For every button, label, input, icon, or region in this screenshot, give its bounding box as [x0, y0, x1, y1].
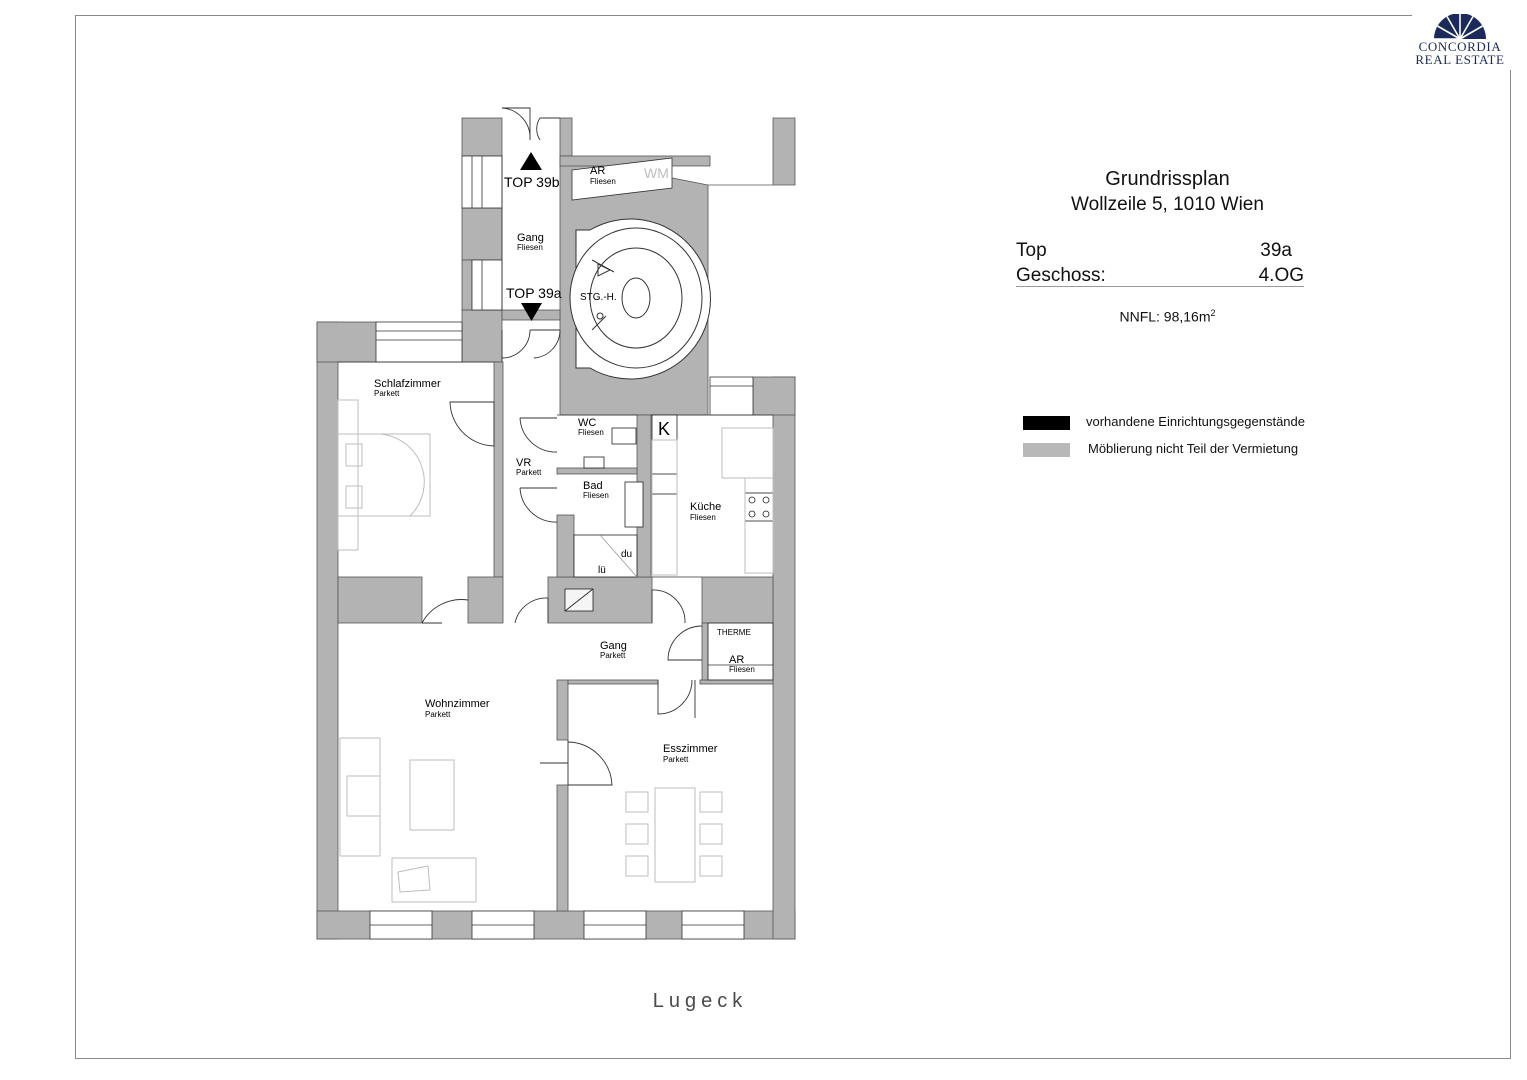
legend-item: vorhandene Einrichtungsgegenstände	[1023, 413, 1353, 431]
therme-label: THERME	[717, 628, 751, 637]
logo-fan-icon	[1434, 14, 1486, 40]
wall-schlaf-south-1	[337, 576, 423, 624]
top-value: 39a	[1260, 240, 1292, 261]
k-label: K	[658, 419, 670, 439]
plan-address: Wollzeile 5, 1010 Wien	[1071, 194, 1264, 215]
room-kueche-name: Küche	[690, 501, 721, 513]
wall-west	[316, 321, 339, 940]
wall-wing-n	[559, 117, 573, 157]
room-schlafzimmer-floor: Parkett	[374, 389, 400, 398]
legend-swatch	[1023, 416, 1070, 430]
room-gang-top-floor: Fliesen	[517, 243, 543, 252]
stair-rotunda	[569, 218, 711, 380]
wm-label: WM	[644, 165, 669, 181]
room-vr-floor: Parkett	[516, 468, 542, 477]
wall-wing-w1	[461, 207, 503, 261]
room-lines	[338, 156, 774, 681]
legend-label: Möblierung nicht Teil der Vermietung	[1088, 441, 1299, 456]
wall-bad-south	[547, 576, 653, 624]
nnfl-sup: 2	[1210, 308, 1216, 318]
room-esszimmer-floor: Parkett	[663, 755, 689, 764]
logo-line-1: CONCORDIA	[1418, 39, 1502, 54]
room-schlafzimmer-name: Schlafzimmer	[374, 378, 441, 390]
room-ar-top-floor: Fliesen	[590, 177, 616, 186]
room-bad-name: Bad	[583, 480, 603, 492]
top39a-label: TOP 39a	[506, 285, 562, 301]
sheet-frame	[75, 15, 1511, 1059]
wall-schlaf-south-2	[467, 576, 504, 624]
wall-schlaf-east	[493, 361, 504, 578]
walls	[316, 117, 796, 940]
wall-nw-corner	[316, 321, 378, 363]
wall-ess-north-1	[567, 679, 659, 685]
wall-ar-west	[701, 622, 709, 681]
doors	[421, 107, 703, 786]
top39b-label: TOP 39b	[504, 174, 560, 190]
wall-ne-corner	[752, 376, 796, 416]
stair-label: STG.-H.	[580, 292, 617, 303]
room-wc-name: WC	[578, 417, 596, 429]
sheet-frame-right	[1510, 70, 1511, 1059]
wall-east	[772, 376, 796, 940]
room-wohnzimmer-floor: Parkett	[425, 710, 451, 719]
wall-wohn-ess-1	[556, 679, 569, 741]
floor-row: Geschoss: 4.OG	[1016, 265, 1304, 287]
entry-arrow-up-icon	[520, 152, 542, 170]
room-vr-name: VR	[516, 457, 531, 469]
room-gang-mid-floor: Parkett	[600, 651, 626, 660]
wall-wing-w2	[461, 259, 473, 311]
wall-wc-bad	[556, 467, 638, 475]
entry-arrow-down-icon	[521, 303, 542, 321]
lue-label: lü	[598, 565, 606, 576]
legend-label: vorhandene Einrichtungsgegenstände	[1086, 414, 1306, 429]
room-bad-floor: Fliesen	[583, 491, 609, 500]
top-row: Top 39a	[1016, 240, 1304, 262]
sheet-frame-top	[75, 15, 1412, 16]
company-logo: CONCORDIA REAL ESTATE	[1405, 14, 1515, 72]
wall-kueche-south	[701, 576, 774, 624]
wall-bad-west	[556, 514, 575, 578]
wall-wohn-ess-2	[556, 784, 569, 912]
info-divider	[1016, 286, 1304, 287]
plan-title: Grundrissplan	[1105, 168, 1230, 190]
room-ar-mid-floor: Fliesen	[729, 665, 755, 674]
legend-swatch	[1023, 443, 1070, 457]
top-label: Top	[1016, 240, 1047, 261]
du-label: du	[621, 549, 632, 560]
nnfl-area: NNFL: 98,16m2	[1015, 308, 1320, 325]
furniture	[337, 399, 774, 903]
wall-ess-north-2	[699, 679, 774, 685]
floor-label: Geschoss:	[1016, 265, 1106, 286]
room-wc-floor: Fliesen	[578, 428, 604, 437]
nnfl-text: NNFL: 98,16m	[1119, 308, 1211, 325]
room-esszimmer-name: Esszimmer	[663, 743, 718, 755]
floor-value: 4.OG	[1258, 265, 1304, 286]
logo-line-2: REAL ESTATE	[1415, 52, 1505, 67]
wall-wing-nw	[461, 117, 503, 157]
wall-north-mid	[461, 309, 503, 363]
room-gang-mid-name: Gang	[600, 640, 627, 652]
room-ar-top-name: AR	[590, 165, 605, 177]
room-wohnzimmer-name: Wohnzimmer	[425, 698, 490, 710]
sanitary-fixtures	[564, 414, 774, 612]
windows	[369, 155, 754, 940]
room-gang-top-name: Gang	[517, 232, 544, 244]
room-ar-mid-name: AR	[729, 654, 744, 666]
room-kueche-floor: Fliesen	[690, 513, 716, 522]
legend-item: Möblierung nicht Teil der Vermietung	[1023, 440, 1353, 458]
street-name: Lugeck	[652, 990, 748, 1012]
room-labels: AR Fliesen WM TOP 39b Gang Fliesen TOP 3…	[374, 165, 755, 764]
